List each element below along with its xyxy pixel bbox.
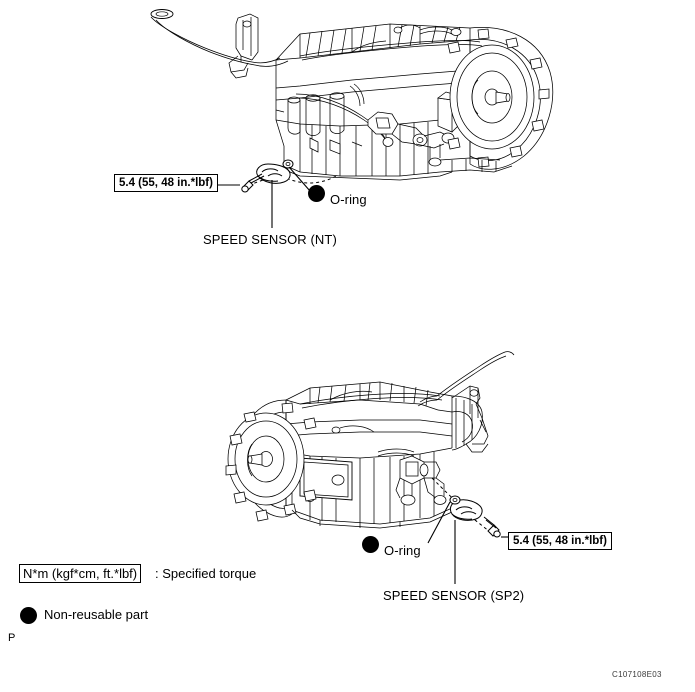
legend-non-reusable-dot: [20, 607, 37, 624]
legend-non-reusable-label: Non-reusable part: [44, 607, 149, 622]
legend-torque-unit-box: N*m (kgf*cm, ft.*lbf): [19, 564, 142, 583]
non-reusable-dot-lower: [362, 536, 379, 553]
speed-sensor-nt-label: SPEED SENSOR (NT): [203, 232, 337, 247]
figure-code: C107108E03: [612, 670, 662, 679]
speed-sensor-sp2-label: SPEED SENSOR (SP2): [383, 588, 525, 603]
legend-torque-unit-suffix: : Specified torque: [155, 566, 257, 581]
non-reusable-dot-upper: [308, 185, 325, 202]
torque-callout-upper: 5.4 (55, 48 in.*lbf): [114, 174, 218, 192]
page-marker: P: [8, 632, 16, 644]
oring-label-lower: O-ring: [384, 543, 421, 558]
torque-callout-lower: 5.4 (55, 48 in.*lbf): [508, 532, 612, 550]
oring-label-upper: O-ring: [330, 192, 367, 207]
